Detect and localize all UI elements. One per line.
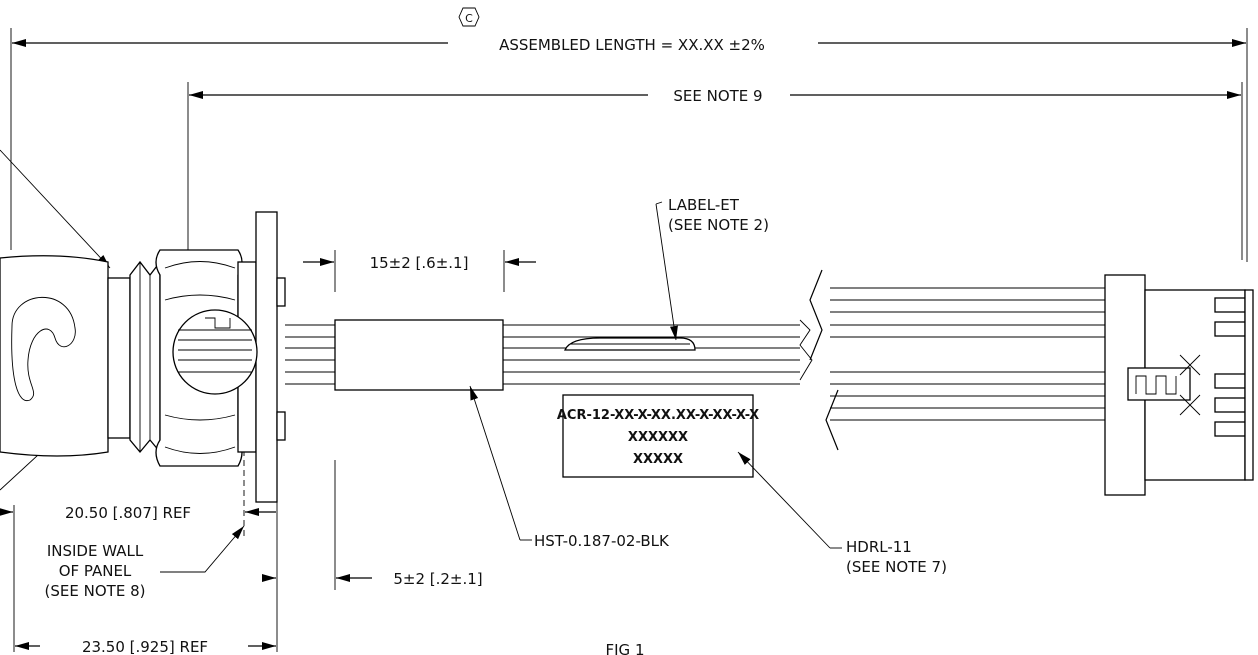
label-et-line2: (SEE NOTE 2) <box>668 216 769 234</box>
label-et-callout: LABEL-ET (SEE NOTE 2) <box>655 196 769 341</box>
panel-flange <box>255 211 286 503</box>
latch-icon <box>1127 354 1201 416</box>
circular-connector <box>0 211 286 503</box>
see-note-9-dimension: SEE NOTE 9 <box>189 87 1241 105</box>
hdrl-line2: (SEE NOTE 7) <box>846 558 947 576</box>
hdrl-callout: HDRL-11 (SEE NOTE 7) <box>737 451 947 576</box>
sleeve-length-dimension: 15±2 [.6±.1] <box>303 254 536 272</box>
label-line-3: XXXXX <box>633 452 683 467</box>
label-line-2: XXXXXX <box>628 430 688 445</box>
break-symbol <box>799 269 839 451</box>
sleeve-length-text: 15±2 [.6±.1] <box>370 254 469 272</box>
hdrl-label: ACR-12-XX-X-XX.XX-X-XX-X-X XXXXXX XXXXX <box>557 394 759 478</box>
detail-circle <box>172 309 258 395</box>
ref-20-50-text: 20.50 [.807] REF <box>65 504 191 522</box>
assembled-length-text: ASSEMBLED LENGTH = XX.XX ±2% <box>499 36 765 54</box>
panel-line1: INSIDE WALL <box>47 542 144 560</box>
hst-callout: HST-0.187-02-BLK <box>469 385 670 550</box>
label-et-line1: LABEL-ET <box>668 196 740 214</box>
assembled-length-dimension: ASSEMBLED LENGTH = XX.XX ±2% <box>12 36 1246 54</box>
ref-23-50-text: 23.50 [.925] REF <box>82 638 208 655</box>
coupling-threads <box>129 260 161 454</box>
see-note-9-text: SEE NOTE 9 <box>673 87 762 105</box>
label-et-marker <box>564 337 696 351</box>
label-line-1: ACR-12-XX-X-XX.XX-X-XX-X-X <box>557 408 759 423</box>
sleeve-offset-text: 5±2 [.2±.1] <box>393 570 482 588</box>
sleeve-offset-dimension: 5±2 [.2±.1] <box>336 570 483 588</box>
hdrl-line1: HDRL-11 <box>846 538 912 556</box>
revision-symbol: C <box>458 7 480 27</box>
ref-20-50-dimension: 20.50 [.807] REF <box>0 504 276 522</box>
rectangular-connector <box>1104 274 1254 496</box>
panel-callout: INSIDE WALL OF PANEL (SEE NOTE 8) <box>45 525 245 600</box>
panel-line3: (SEE NOTE 8) <box>45 582 146 600</box>
panel-line2: OF PANEL <box>59 562 132 580</box>
heat-shrink-sleeve <box>334 319 504 391</box>
revision-symbol-text: C <box>465 12 473 25</box>
ref-23-50-dimension: 23.50 [.925] REF <box>15 638 276 655</box>
extension-lines <box>10 28 1248 652</box>
hst-text: HST-0.187-02-BLK <box>534 532 670 550</box>
figure-caption: FIG 1 <box>606 641 645 655</box>
